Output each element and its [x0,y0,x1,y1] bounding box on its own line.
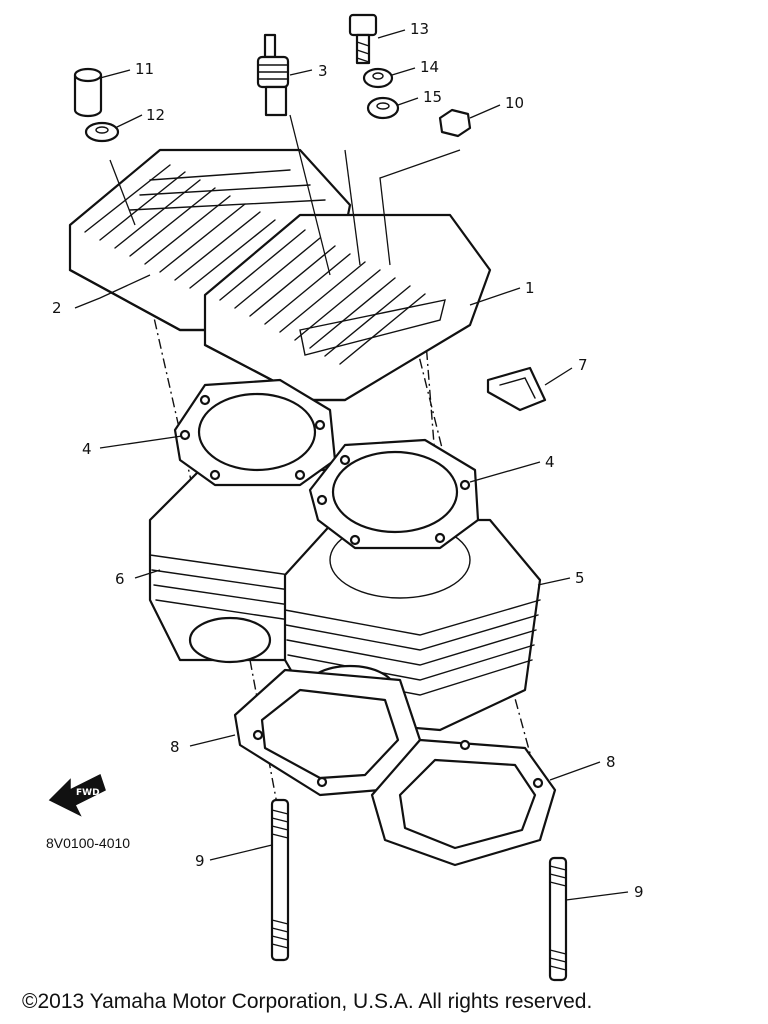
washer-12 [84,121,120,143]
copyright-notice: ©2013 Yamaha Motor Corporation, U.S.A. A… [22,990,593,1013]
callout-15: 15 [423,88,442,106]
stud-9-left [270,798,290,962]
collar-11 [73,67,103,118]
callout-10: 10 [505,94,524,112]
callout-6: 6 [115,570,125,588]
stud-9-right [548,856,568,982]
callout-7: 7 [578,356,588,374]
callout-12: 12 [146,106,165,124]
head-gasket-4-left [173,378,337,487]
callout-5: 5 [575,569,585,587]
cylinder-head-1 [203,213,492,402]
forward-arrow-icon: FWD [48,773,106,817]
callout-4-right: 4 [545,453,555,471]
bolt-13 [348,13,378,65]
callout-3: 3 [318,62,328,80]
base-gasket-8-right [370,738,557,867]
base-gasket-8-left [233,668,422,797]
callout-8-right: 8 [606,753,616,771]
damper-7 [486,366,547,412]
callout-11: 11 [135,60,154,78]
forward-arrow-label: FWD [76,788,100,798]
washer-15 [366,96,400,120]
callout-4-left: 4 [82,440,92,458]
callout-numbers: 1 2 3 4 4 5 6 7 8 8 9 9 10 11 12 13 14 1… [52,20,644,901]
nut-10 [438,108,472,138]
callout-2: 2 [52,299,62,317]
part-code: 8V0100-4010 [46,835,131,851]
callout-9-left: 9 [195,852,205,870]
spark-plug-3 [256,33,290,117]
callout-9-right: 9 [634,883,644,901]
callout-14: 14 [420,58,439,76]
callout-leaders [74,29,629,901]
washer-14 [362,67,394,89]
head-gasket-4-right [308,438,480,550]
callout-8-left: 8 [170,738,180,756]
callout-1: 1 [525,279,535,297]
callout-13: 13 [410,20,429,38]
